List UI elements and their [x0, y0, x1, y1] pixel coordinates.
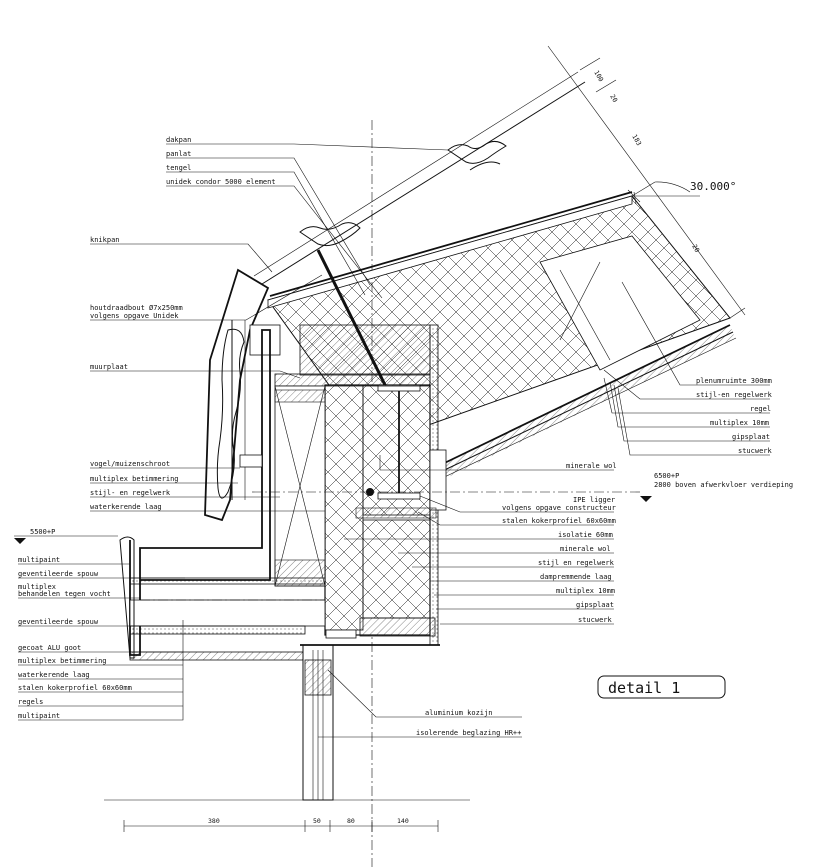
dim-80: 80 [347, 817, 355, 825]
label-geventileerde-spouw-2: geventileerde spouw [18, 618, 99, 626]
label-stijl-regel: stijl-en regelwerk [696, 391, 773, 399]
wall-section [119, 320, 447, 661]
label-level-6500: 6500+P [654, 472, 679, 480]
right-labels: plenumruimte 300mm stijl-en regelwerk re… [344, 281, 793, 625]
detail-title-box: detail 1 [597, 675, 726, 699]
label-gipsplaat: gipsplaat [732, 433, 770, 441]
label-multiplex-bet: multiplex betimmering [18, 657, 107, 665]
label-knikpan: knikpan [90, 236, 120, 244]
label-waterkerende-laag: waterkerende laag [18, 671, 90, 679]
label-level-2800: 2800 boven afwerkvloer verdieping [654, 481, 793, 489]
roof-dim-183: 183 [630, 133, 643, 147]
dim-140: 140 [397, 817, 409, 825]
label-geventileerde-spouw: geventileerde spouw [18, 570, 99, 578]
label-koker-60: stalen kokerprofiel 60x60mm [502, 517, 616, 525]
label-waterkerende: waterkerende laag [90, 503, 162, 511]
label-stijl-regelwerk-2: stijl en regelwerk [538, 559, 615, 567]
label-level-5500: 5500+P [30, 528, 55, 536]
label-alu-goot: gecoat ALU goot [18, 644, 81, 652]
dim-50: 50 [313, 817, 321, 825]
label-stijl-regelwerk: stijl- en regelwerk [90, 489, 171, 497]
label-plenum: plenumruimte 300mm [696, 377, 772, 385]
bottom-dimension: 380 50 80 140 [123, 817, 439, 832]
label-behandelen: behandelen tegen vocht [18, 590, 111, 598]
label-aluminium-kozijn: aluminium kozijn [425, 709, 492, 717]
label-dampremmende: dampremmende laag [540, 573, 612, 581]
label-ipe-constructeur: volgens opgave constructeur [502, 504, 616, 512]
label-multiplex: multiplex [18, 583, 56, 591]
label-houtdraadbout-2: volgens opgave Unidek [90, 312, 179, 320]
label-kokerprofiel: stalen kokerprofiel 60x60mm [18, 684, 132, 692]
dim-380: 380 [208, 817, 220, 825]
label-vogelschroot: vogel/muizenschroot [90, 460, 170, 468]
roof-dim-20b: 20 [690, 243, 701, 254]
label-isolatie: isolatie 60mm [558, 531, 613, 539]
roof-dim-100: 100 [592, 69, 605, 83]
roof-dim-20a: 20 [608, 93, 619, 104]
level-marker-right [640, 496, 652, 502]
bottom-labels: aluminium kozijn isolerende beglazing HR… [318, 669, 522, 738]
left-wall-labels: 5500+P multipaint geventileerde spouw mu… [18, 528, 185, 721]
label-houtdraadbout-1: houtdraadbout Ø7x250mm [90, 304, 183, 312]
detail-title: detail 1 [608, 679, 680, 697]
label-multipaint: multipaint [18, 556, 60, 564]
label-stucwerk: stucwerk [738, 447, 773, 455]
level-marker-left [14, 538, 26, 544]
label-regels: regels [18, 698, 43, 706]
window-frame [300, 644, 440, 801]
label-panlat: panlat [166, 150, 191, 158]
label-minerale-wol: minerale wol [566, 462, 617, 470]
label-muurplaat: muurplaat [90, 363, 128, 371]
label-regel: regel [750, 405, 771, 413]
label-multipaint-2: multipaint [18, 712, 60, 720]
label-dakpan: dakpan [166, 136, 191, 144]
angle-label: 30.000° [690, 180, 736, 193]
label-minerale-wol-2: minerale wol [560, 545, 611, 553]
left-top-labels: dakpan panlat tengel unidek condor 5000 … [90, 136, 449, 512]
label-multiplex-betimmering: multiplex betimmering [90, 475, 179, 483]
label-multiplex-10b: multiplex 10mm [556, 587, 615, 595]
angle-arc [654, 181, 691, 193]
label-beglazing: isolerende beglazing HR++ [416, 729, 521, 737]
label-unidek: unidek condor 5000 element [166, 178, 276, 186]
label-ipe-ligger: IPE ligger [573, 496, 615, 504]
label-stucwerk-2: stucwerk [578, 616, 613, 624]
label-gipsplaat-2: gipsplaat [576, 601, 614, 609]
label-tengel: tengel [166, 164, 191, 172]
label-multiplex-10: multiplex 10mm [710, 419, 769, 427]
